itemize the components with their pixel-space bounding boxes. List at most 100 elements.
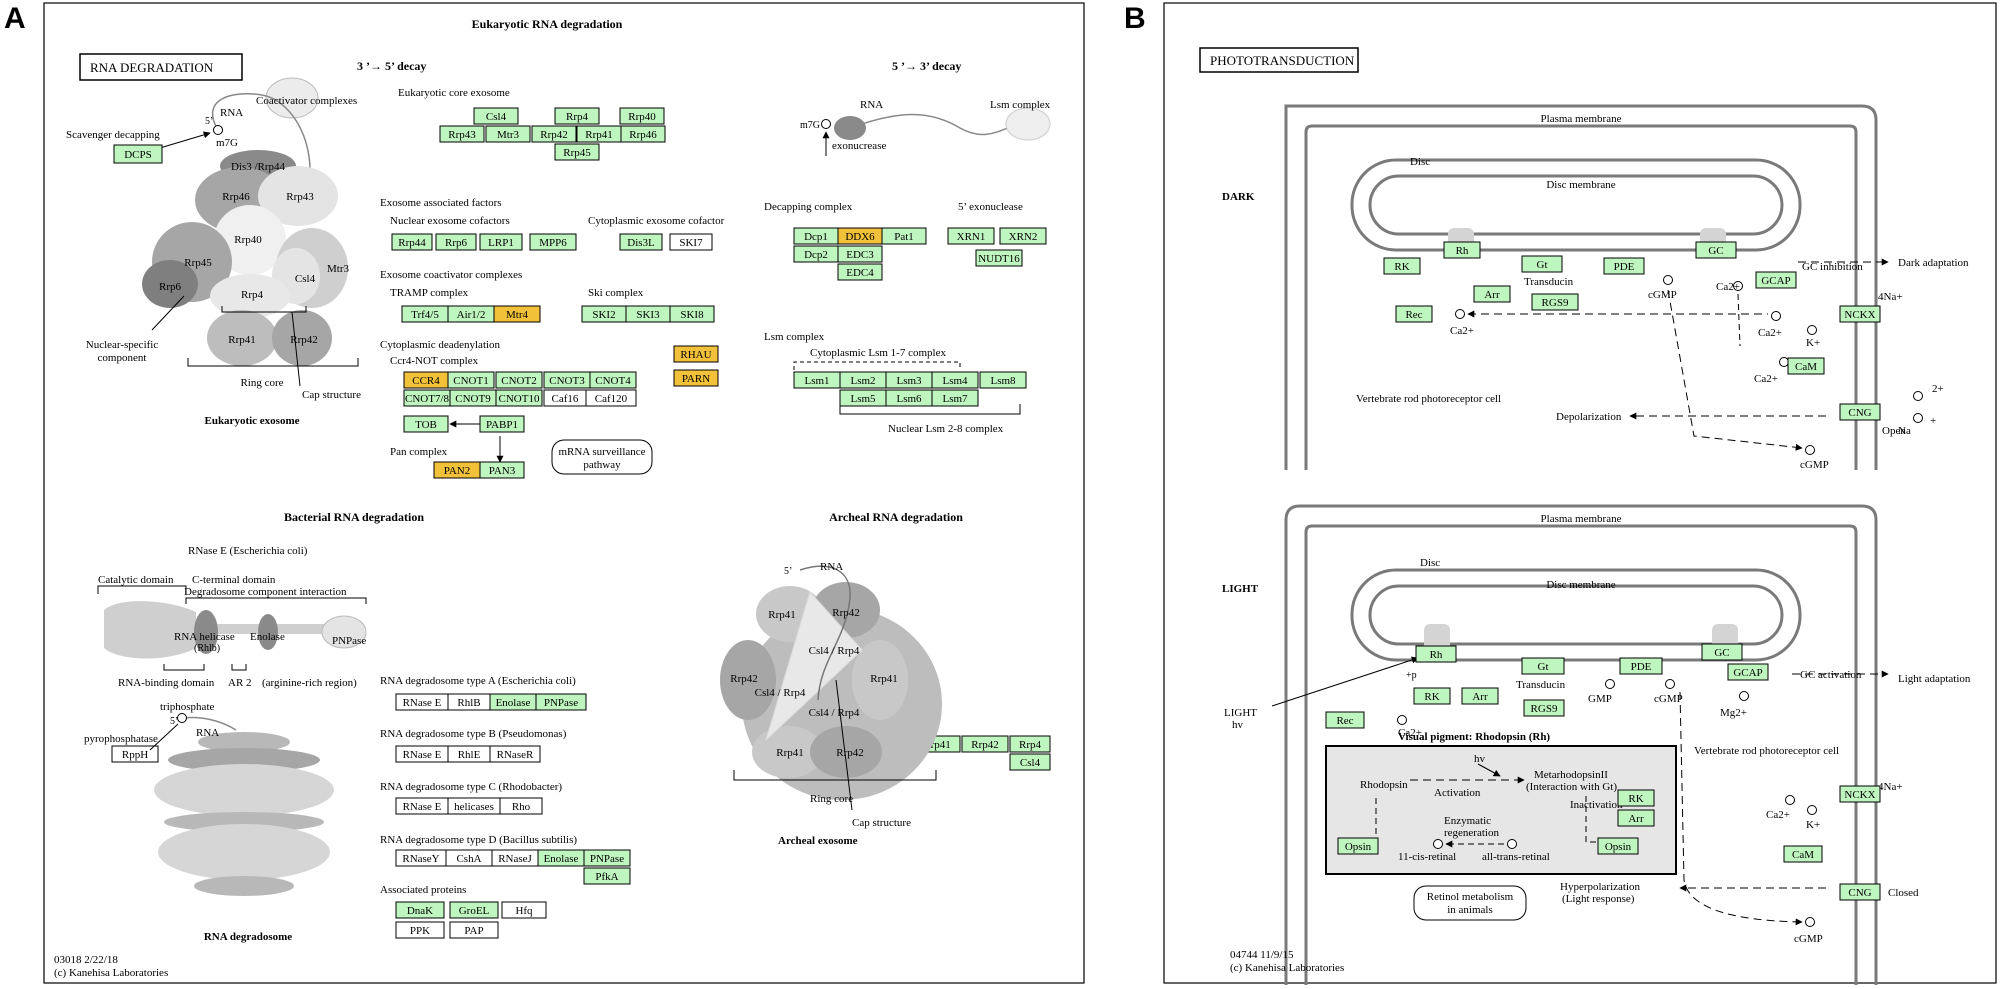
gene-cnot9[interactable]: CNOT9 <box>449 389 497 407</box>
gene-rk[interactable]: RK <box>1617 789 1655 807</box>
gene-rrp42[interactable]: Rrp42 <box>961 735 1009 753</box>
dcps-gene[interactable]: DCPS <box>113 144 163 164</box>
gene-rnasey[interactable]: RNaseY <box>395 849 447 867</box>
gene-dis3l[interactable]: Dis3L <box>619 233 663 251</box>
gene-ccr4[interactable]: CCR4 <box>403 371 449 389</box>
gene-nckx[interactable]: NCKX <box>1839 305 1881 323</box>
gene-cnot1[interactable]: CNOT1 <box>447 371 495 389</box>
gene-nckx[interactable]: NCKX <box>1839 785 1881 803</box>
gene-rrp46[interactable]: Rrp46 <box>620 125 666 143</box>
gene-rh[interactable]: Rh <box>1443 241 1481 259</box>
gene-cnot3[interactable]: CNOT3 <box>543 371 591 389</box>
gene-lsm5[interactable]: Lsm5 <box>839 389 887 407</box>
surveillance-box[interactable] <box>551 439 653 475</box>
gene-enolase[interactable]: Enolase <box>489 693 537 711</box>
gene-rgs9[interactable]: RGS9 <box>1531 293 1579 311</box>
gene-ski7[interactable]: SKI7 <box>669 233 713 251</box>
gene-pap[interactable]: PAP <box>449 921 499 939</box>
gene-ddx6[interactable]: DDX6 <box>837 227 883 245</box>
gene-rho[interactable]: Rho <box>499 797 543 815</box>
gene-pan2[interactable]: PAN2 <box>433 461 481 479</box>
gene-lsm8[interactable]: Lsm8 <box>979 371 1027 389</box>
gene-rrp43[interactable]: Rrp43 <box>439 125 485 143</box>
gene-ski2[interactable]: SKI2 <box>581 305 627 323</box>
gene-opsin[interactable]: Opsin <box>1337 837 1379 855</box>
gene-rrp6[interactable]: Rrp6 <box>435 233 477 251</box>
gene-pde[interactable]: PDE <box>1619 657 1663 675</box>
phototransduction-title-box[interactable] <box>1199 47 1359 73</box>
gene-lsm6[interactable]: Lsm6 <box>885 389 933 407</box>
gene-pnpase[interactable]: PNPase <box>535 693 587 711</box>
gene-rrp42[interactable]: Rrp42 <box>531 125 577 143</box>
gene-rhle[interactable]: RhlE <box>447 745 491 763</box>
gene-pabp1[interactable]: PABP1 <box>479 415 525 433</box>
gene-csl4[interactable]: Csl4 <box>1009 753 1051 771</box>
gene-pan3[interactable]: PAN3 <box>479 461 525 479</box>
gene-rrp44[interactable]: Rrp44 <box>391 233 433 251</box>
gene-rk[interactable]: RK <box>1413 687 1451 705</box>
gene-gcap[interactable]: GCAP <box>1755 271 1797 289</box>
gene-ppk[interactable]: PPK <box>395 921 445 939</box>
gene-caf16[interactable]: Caf16 <box>543 389 587 407</box>
gene-mtr4[interactable]: Mtr4 <box>493 305 541 323</box>
gene-rnase-e[interactable]: RNase E <box>395 797 449 815</box>
gene-pde[interactable]: PDE <box>1603 257 1645 275</box>
gene-rrp45[interactable]: Rrp45 <box>554 143 600 161</box>
gene-csha[interactable]: CshA <box>445 849 493 867</box>
gene-rnaser[interactable]: RNaseR <box>489 745 541 763</box>
gene-hfq[interactable]: Hfq <box>501 901 547 919</box>
gene-groel[interactable]: GroEL <box>449 901 499 919</box>
gene-ski3[interactable]: SKI3 <box>625 305 671 323</box>
gene-mpp6[interactable]: MPP6 <box>529 233 577 251</box>
gene-ski8[interactable]: SKI8 <box>669 305 715 323</box>
gene-rnase-e[interactable]: RNase E <box>395 693 449 711</box>
gene-lrp1[interactable]: LRP1 <box>479 233 523 251</box>
gene-rnase-e[interactable]: RNase E <box>395 745 449 763</box>
gene-rnasej[interactable]: RNaseJ <box>491 849 539 867</box>
gene-lsm1[interactable]: Lsm1 <box>793 371 841 389</box>
gene-lsm7[interactable]: Lsm7 <box>931 389 979 407</box>
gene-arr[interactable]: Arr <box>1461 687 1499 705</box>
gene-csl4[interactable]: Csl4 <box>473 107 519 125</box>
rna-degradation-title-box[interactable] <box>79 53 243 81</box>
gene-air1-2[interactable]: Air1/2 <box>447 305 495 323</box>
gene-gt[interactable]: Gt <box>1521 255 1563 273</box>
gene-xrn2[interactable]: XRN2 <box>999 227 1047 245</box>
gene-gt[interactable]: Gt <box>1521 657 1565 675</box>
gene-trf4-5[interactable]: Trf4/5 <box>401 305 449 323</box>
gene-rhau[interactable]: RHAU <box>673 345 719 363</box>
gene-rec[interactable]: Rec <box>1395 305 1433 323</box>
gene-rhlb[interactable]: RhlB <box>447 693 491 711</box>
gene-lsm2[interactable]: Lsm2 <box>839 371 887 389</box>
gene-caf120[interactable]: Caf120 <box>585 389 637 407</box>
gene-cam[interactable]: CaM <box>1783 845 1823 863</box>
gene-edc4[interactable]: EDC4 <box>837 263 883 281</box>
gene-cng[interactable]: CNG <box>1839 403 1881 421</box>
gene-tob[interactable]: TOB <box>403 415 449 433</box>
gene-rpph[interactable]: RppH <box>111 745 159 763</box>
gene-rh[interactable]: Rh <box>1415 645 1457 663</box>
gene-dcp2[interactable]: Dcp2 <box>793 245 839 263</box>
gene-pfka[interactable]: PfkA <box>583 867 631 885</box>
gene-xrn1[interactable]: XRN1 <box>947 227 995 245</box>
gene-rrp4[interactable]: Rrp4 <box>1009 735 1051 753</box>
gene-enolase[interactable]: Enolase <box>537 849 585 867</box>
gene-helicases[interactable]: helicases <box>447 797 501 815</box>
gene-edc3[interactable]: EDC3 <box>837 245 883 263</box>
gene-rrp40[interactable]: Rrp40 <box>619 107 665 125</box>
gene-arr[interactable]: Arr <box>1617 809 1655 827</box>
gene-cnot2[interactable]: CNOT2 <box>495 371 543 389</box>
gene-opsin[interactable]: Opsin <box>1597 837 1639 855</box>
gene-cam[interactable]: CaM <box>1787 357 1825 375</box>
gene-pat1[interactable]: Pat1 <box>881 227 927 245</box>
gene-rgs9[interactable]: RGS9 <box>1523 699 1565 717</box>
retinol-box[interactable] <box>1413 885 1527 921</box>
gene-cng[interactable]: CNG <box>1839 883 1881 901</box>
gene-dcp1[interactable]: Dcp1 <box>793 227 839 245</box>
gene-pnpase[interactable]: PNPase <box>583 849 631 867</box>
gene-gcap[interactable]: GCAP <box>1727 663 1769 681</box>
gene-rrp41[interactable]: Rrp41 <box>576 125 622 143</box>
gene-mtr3[interactable]: Mtr3 <box>485 125 531 143</box>
gene-lsm4[interactable]: Lsm4 <box>931 371 979 389</box>
gene-gc[interactable]: GC <box>1695 241 1737 259</box>
